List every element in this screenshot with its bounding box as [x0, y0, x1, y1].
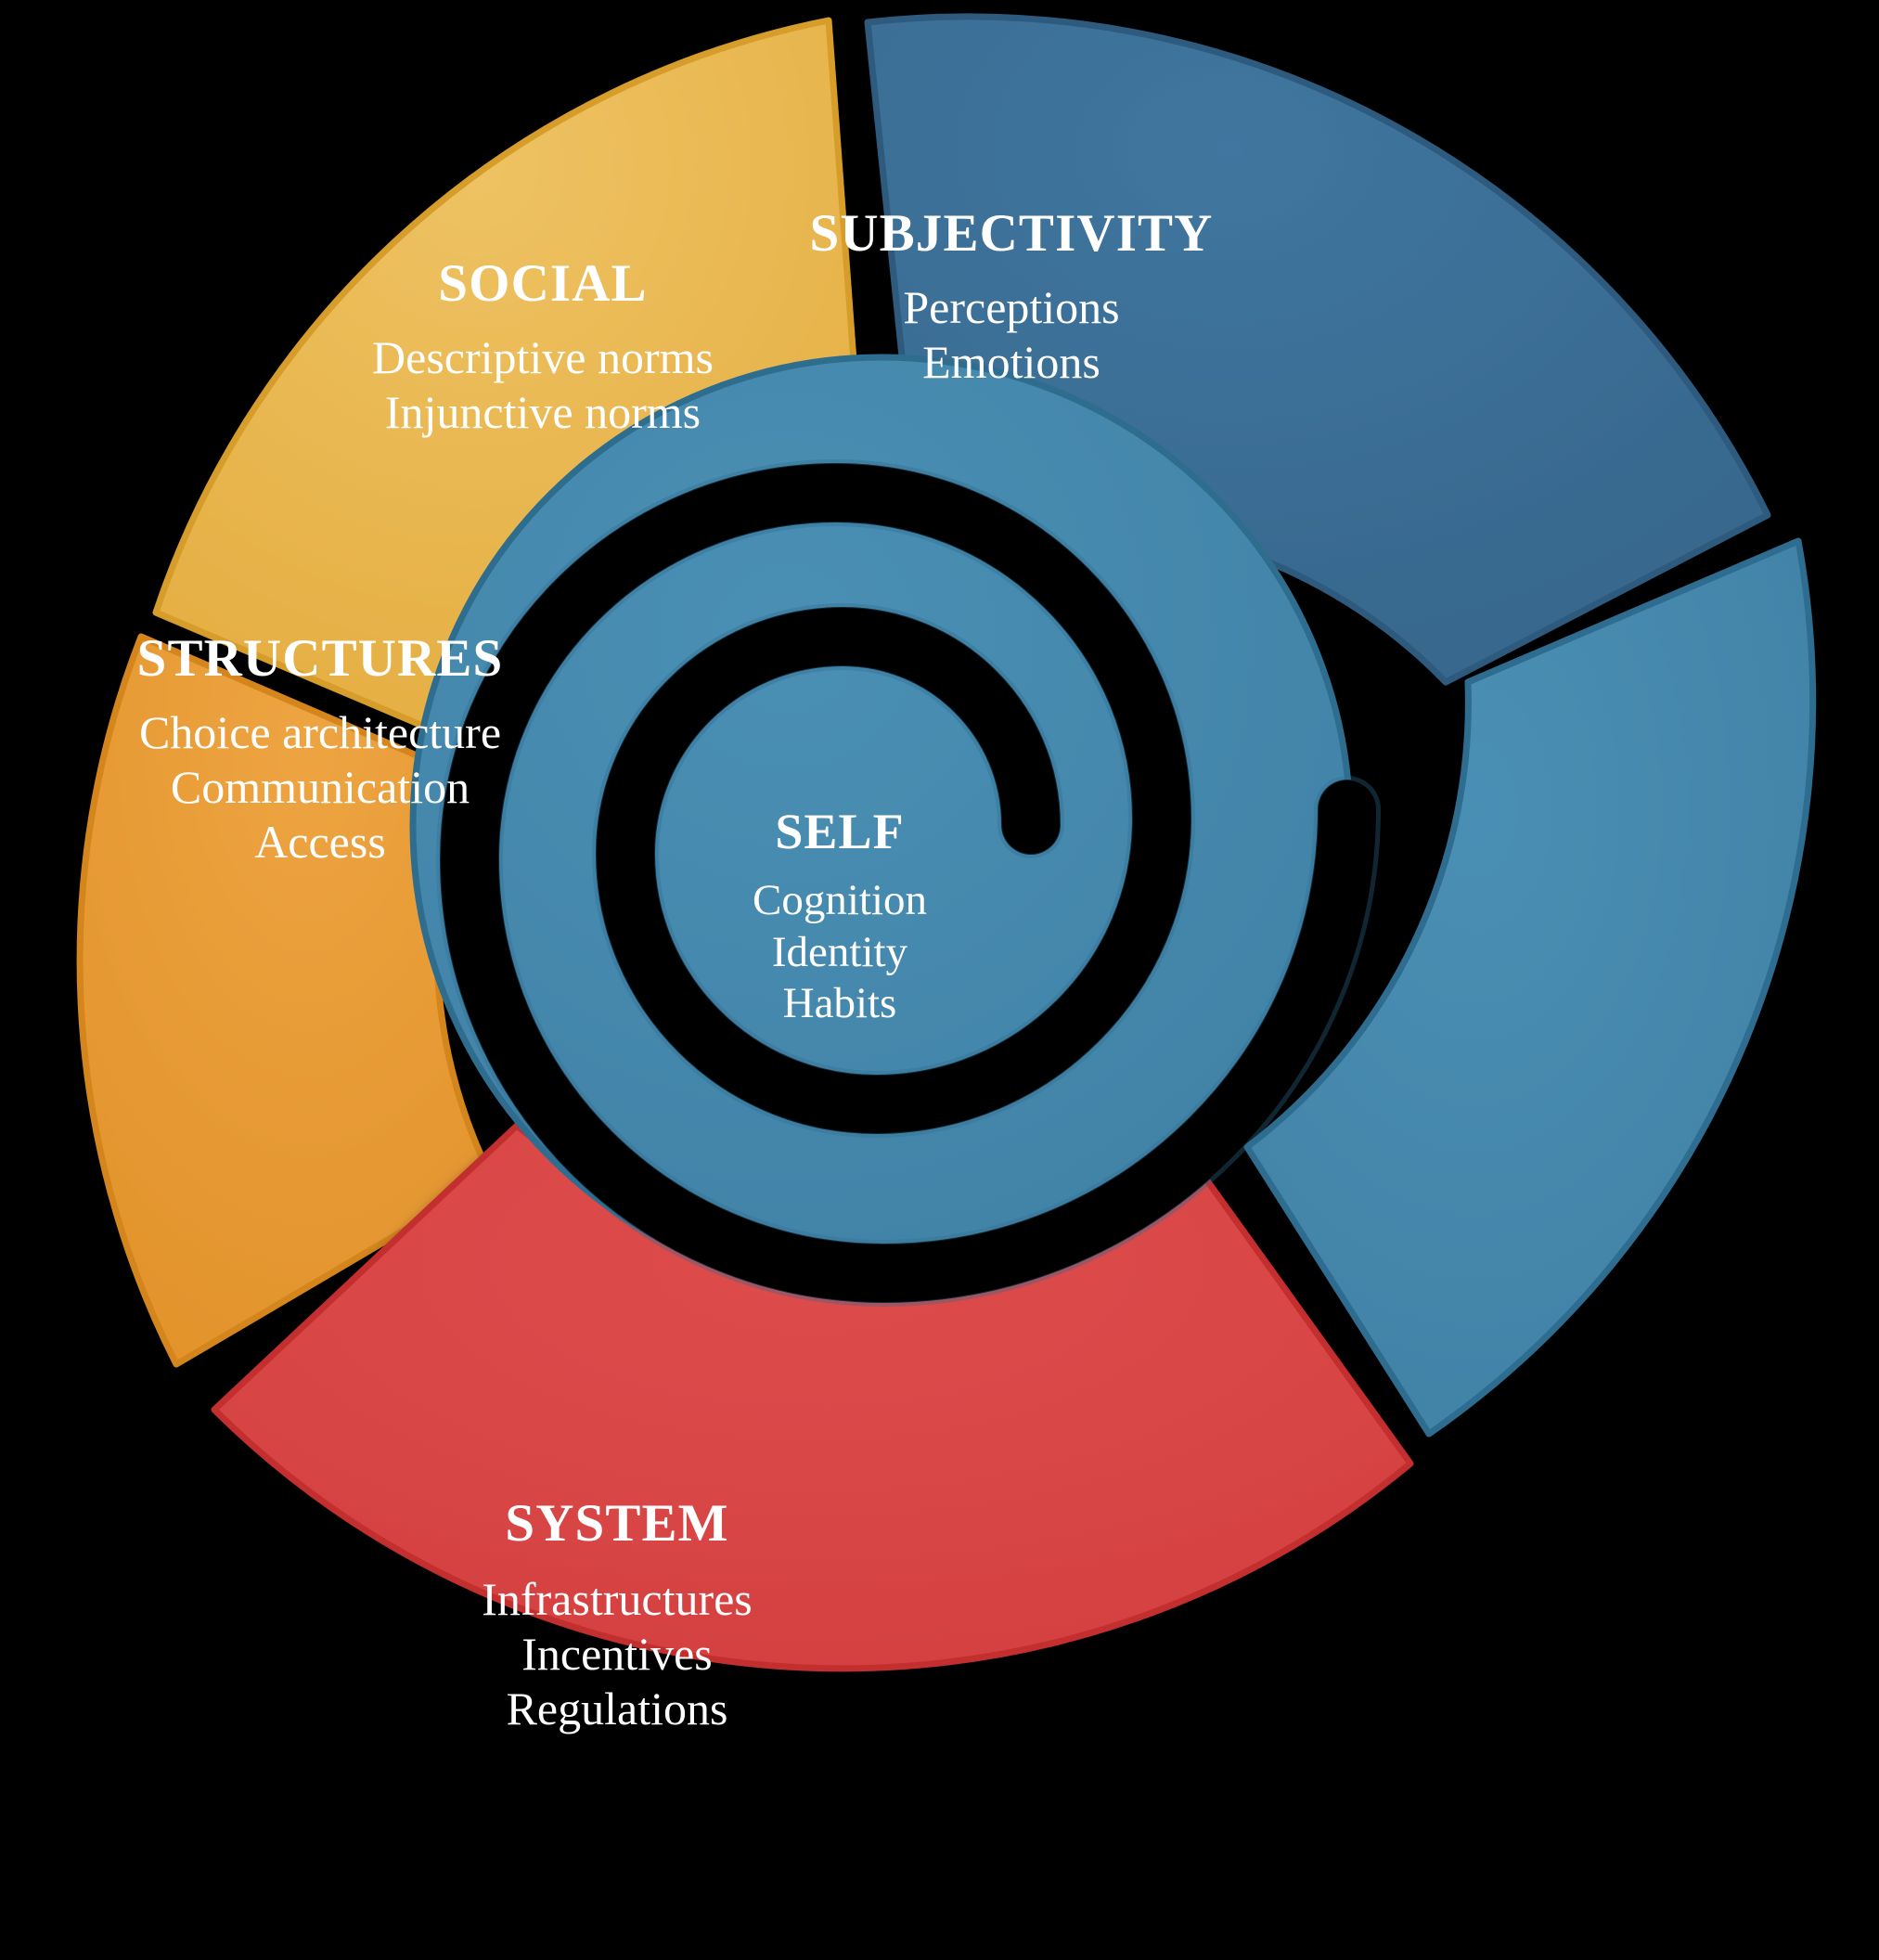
self-spiral-core[interactable] — [409, 354, 1381, 1309]
segment-self-outer-whorl[interactable] — [1243, 537, 1817, 1438]
